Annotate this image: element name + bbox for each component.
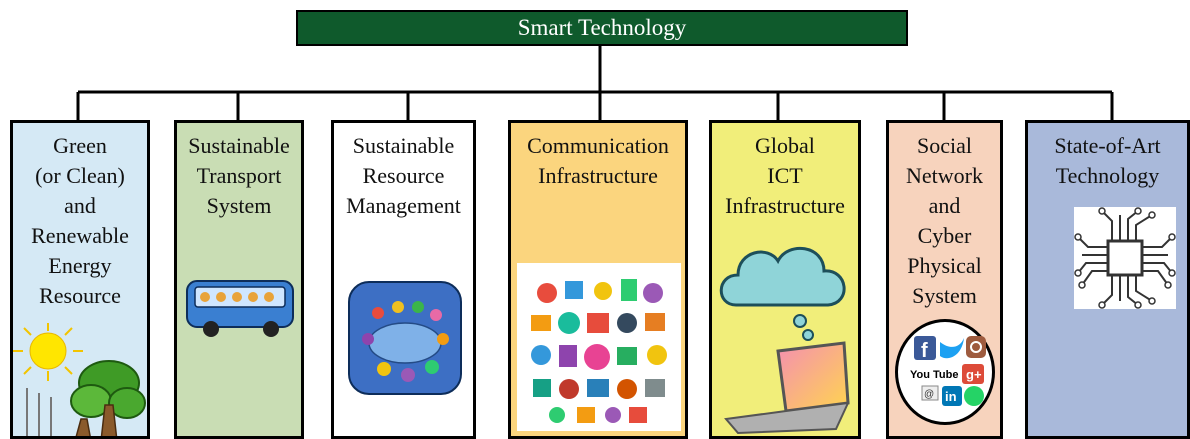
box-label: Global ICT Infrastructure [725,133,845,218]
linkedin-icon: in [945,389,957,404]
svg-text:f: f [921,340,928,362]
box-global-ict-infrastructure: Global ICT Infrastructure [709,120,861,439]
meeting-table-icon [348,281,462,395]
box-label: Sustainable Transport System [188,133,290,218]
cloud-laptop-icon [719,246,850,435]
box-resource-management: Sustainable Resource Management [331,120,476,439]
gplus-icon: g+ [966,367,982,382]
box-label: State-of-Art Technology [1054,133,1161,188]
sun-trees-windmill-icon [13,323,146,436]
box-label: Social Network and Cyber Physical System [906,133,983,308]
box-communication-infrastructure: Communication Infrastructure [508,120,688,439]
circuit-chip-icon [1074,207,1176,309]
communication-icon-cloud-icon [517,263,681,431]
box-state-of-art-technology: State-of-Art Technology [1025,120,1190,439]
social-media-logos-icon: f You Tube g+ @ in [895,319,995,425]
root-node: Smart Technology [296,10,908,46]
bus-icon [186,280,294,337]
box-social-network-cps: Social Network and Cyber Physical System… [886,120,1003,439]
box-green-energy: Green (or Clean) and Renewable Energy Re… [10,120,150,439]
box-label: Sustainable Resource Management [346,133,461,218]
email-icon: @ [924,389,934,400]
box-label: Communication Infrastructure [527,133,669,188]
root-label: Smart Technology [517,15,687,40]
box-label: Green (or Clean) and Renewable Energy Re… [31,133,129,308]
youtube-icon: You Tube [910,369,958,381]
box-sustainable-transport: Sustainable Transport System [174,120,304,439]
